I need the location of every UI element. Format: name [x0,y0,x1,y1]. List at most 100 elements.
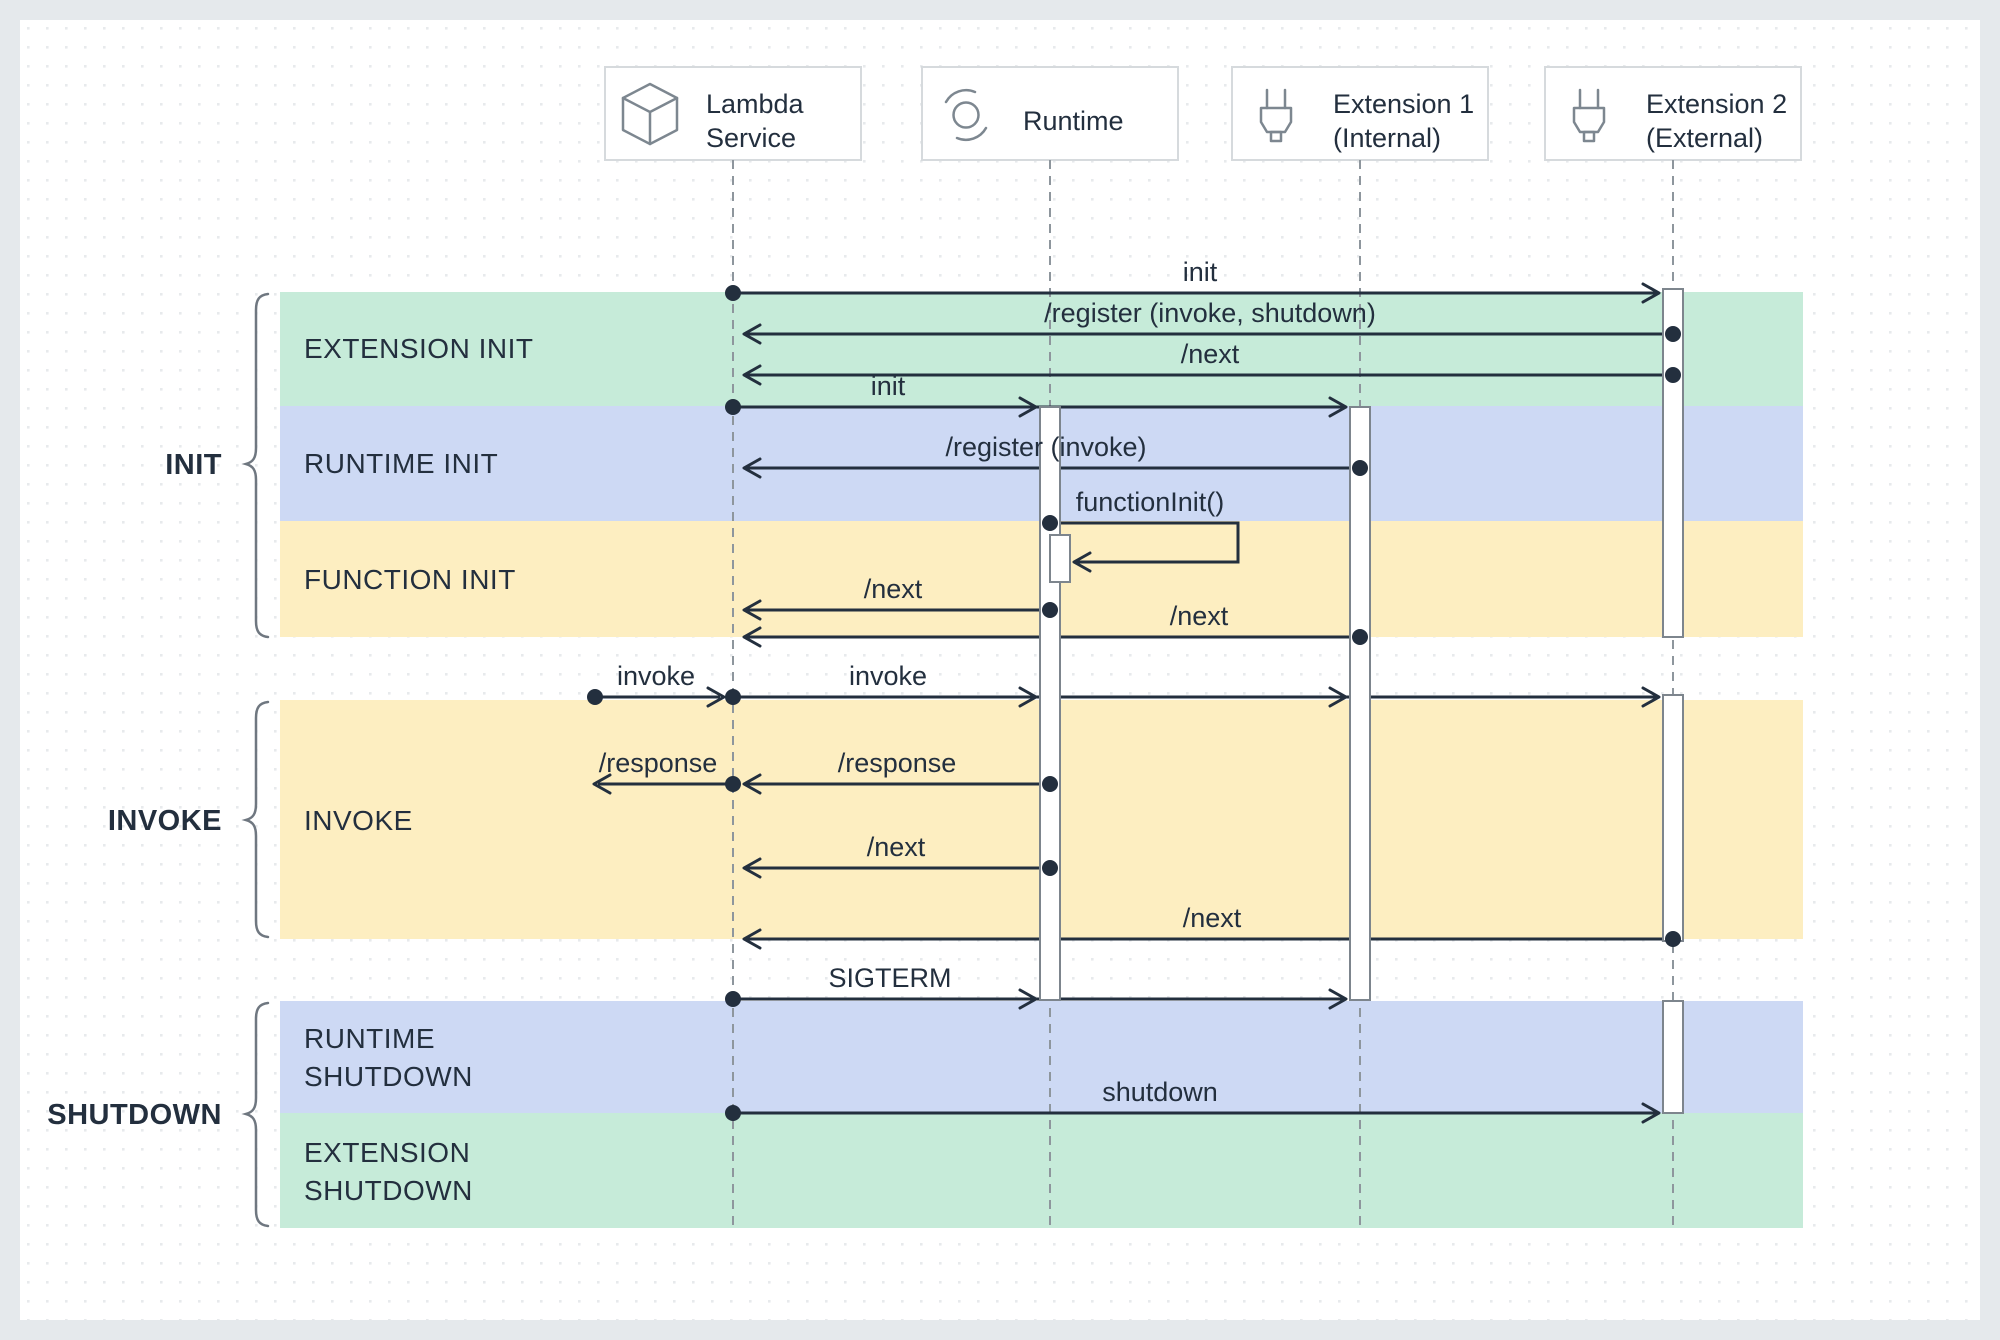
message-label-init-2: init [871,371,906,401]
arrowhead-right [1018,988,1038,1010]
message-label-next-4: /next [867,832,926,862]
section-annotations: INIT INVOKE SHUTDOWN [47,292,270,1228]
participant-runtime: Runtime [921,66,1179,161]
arrowhead-left [742,928,762,950]
activation-bars [1039,288,1684,1114]
message-dot [587,689,603,705]
message-dot [725,776,741,792]
message-dots [587,285,1681,1121]
message-dot [725,399,741,415]
band-extension-init [280,292,1803,406]
participant-lambda-service: Lambda Service [604,66,862,161]
arrowhead-right [1018,686,1038,708]
band-runtime-shutdown [280,1001,1803,1113]
message-dot [725,991,741,1007]
arrowhead-right [1641,1102,1661,1124]
plug-icon [1259,88,1293,143]
extension-2-activation-bar-invoke [1662,694,1684,942]
message-dot [1042,776,1058,792]
arrowhead-right [706,686,726,708]
arrowhead-left [742,364,762,386]
message-label-invoke-in: invoke [617,661,695,691]
message-dot [1665,931,1681,947]
message-label-init: init [1183,257,1218,287]
participant-label: Extension 2 [1646,89,1787,119]
phase-label-function-init: FUNCTION INIT [304,564,516,595]
message-label-next: /next [1181,339,1240,369]
message-line-functioninit-selfcall [1050,521,1240,564]
phase-label-extension-shutdown-line1: EXTENSION [304,1137,470,1168]
phase-label-extension-init: EXTENSION INIT [304,333,533,364]
phase-label-runtime-shutdown-line2: SHUTDOWN [304,1061,473,1092]
message-dot [1352,629,1368,645]
phase-labels: EXTENSION INIT RUNTIME INIT FUNCTION INI… [304,333,533,1206]
section-label-init: INIT [165,449,222,481]
arrowhead-left [592,773,612,795]
message-labels: init /register (invoke, shutdown) /next … [599,257,1376,1107]
arrowhead-right [1641,686,1661,708]
arrowhead-left [742,626,762,648]
message-label-functioninit: functionInit() [1076,487,1225,517]
arrowheads [592,282,1661,1124]
participant-label: (External) [1646,123,1763,153]
plug-icon [1572,88,1606,143]
participants-header: Lambda Service Runtime Extension 1 (Inte… [604,66,1802,161]
message-label-register-invoke: /register (invoke) [945,432,1146,462]
arrowhead-right [1328,988,1348,1010]
cube-icon [621,82,679,146]
init-brace [241,292,270,639]
message-label-next-5: /next [1183,903,1242,933]
runtime-selfcall-activation-bar [1049,534,1071,583]
extension-2-box [1544,66,1802,161]
message-dot [1352,460,1368,476]
participant-label: Service [706,123,796,153]
arrowhead-left [742,857,762,879]
message-label-next-3: /next [1170,601,1229,631]
message-label-invoke: invoke [849,661,927,691]
participant-label: (Internal) [1333,123,1441,153]
band-extension-shutdown [280,1113,1803,1228]
arrowhead-right [1328,396,1348,418]
shutdown-brace [241,1001,270,1228]
arrowhead-left [742,457,762,479]
arrowhead-right [1328,686,1348,708]
message-label-next-2: /next [864,574,923,604]
message-dot [1665,367,1681,383]
phase-label-extension-shutdown-line2: SHUTDOWN [304,1175,473,1206]
cycle-icon [944,89,988,141]
arrowhead-right [1018,396,1038,418]
runtime-box [921,66,1179,161]
message-label-register-invoke-shutdown: /register (invoke, shutdown) [1044,298,1376,328]
arrowhead-left [742,323,762,345]
phase-label-invoke: INVOKE [304,805,413,836]
message-label-response: /response [838,748,957,778]
message-dot [1042,860,1058,876]
arrowhead-right [1641,282,1661,304]
message-label-response-out: /response [599,748,718,778]
message-dot [1042,602,1058,618]
message-dot [1042,515,1058,531]
phase-label-runtime-shutdown-line1: RUNTIME [304,1023,435,1054]
message-label-sigterm: SIGTERM [828,963,951,993]
participant-label: Runtime [1023,106,1124,136]
phase-label-runtime-init: RUNTIME INIT [304,448,498,479]
arrowhead-left [742,773,762,795]
arrowhead-left [1072,551,1092,573]
message-dot [725,285,741,301]
lambda-service-box [604,66,862,161]
invoke-brace [241,700,270,939]
message-label-shutdown: shutdown [1102,1077,1218,1107]
participant-extension-1: Extension 1 (Internal) [1231,66,1489,161]
extension-2-activation-bar-shutdown [1662,1000,1684,1114]
message-dot [725,689,741,705]
message-dot [725,1105,741,1121]
section-label-shutdown: SHUTDOWN [47,1099,222,1131]
section-label-invoke: INVOKE [108,805,222,837]
message-dot [1665,326,1681,342]
arrowhead-left [742,599,762,621]
extension-1-activation-bar [1349,406,1371,1001]
participant-label: Lambda [706,89,805,119]
participant-label: Extension 1 [1333,89,1474,119]
